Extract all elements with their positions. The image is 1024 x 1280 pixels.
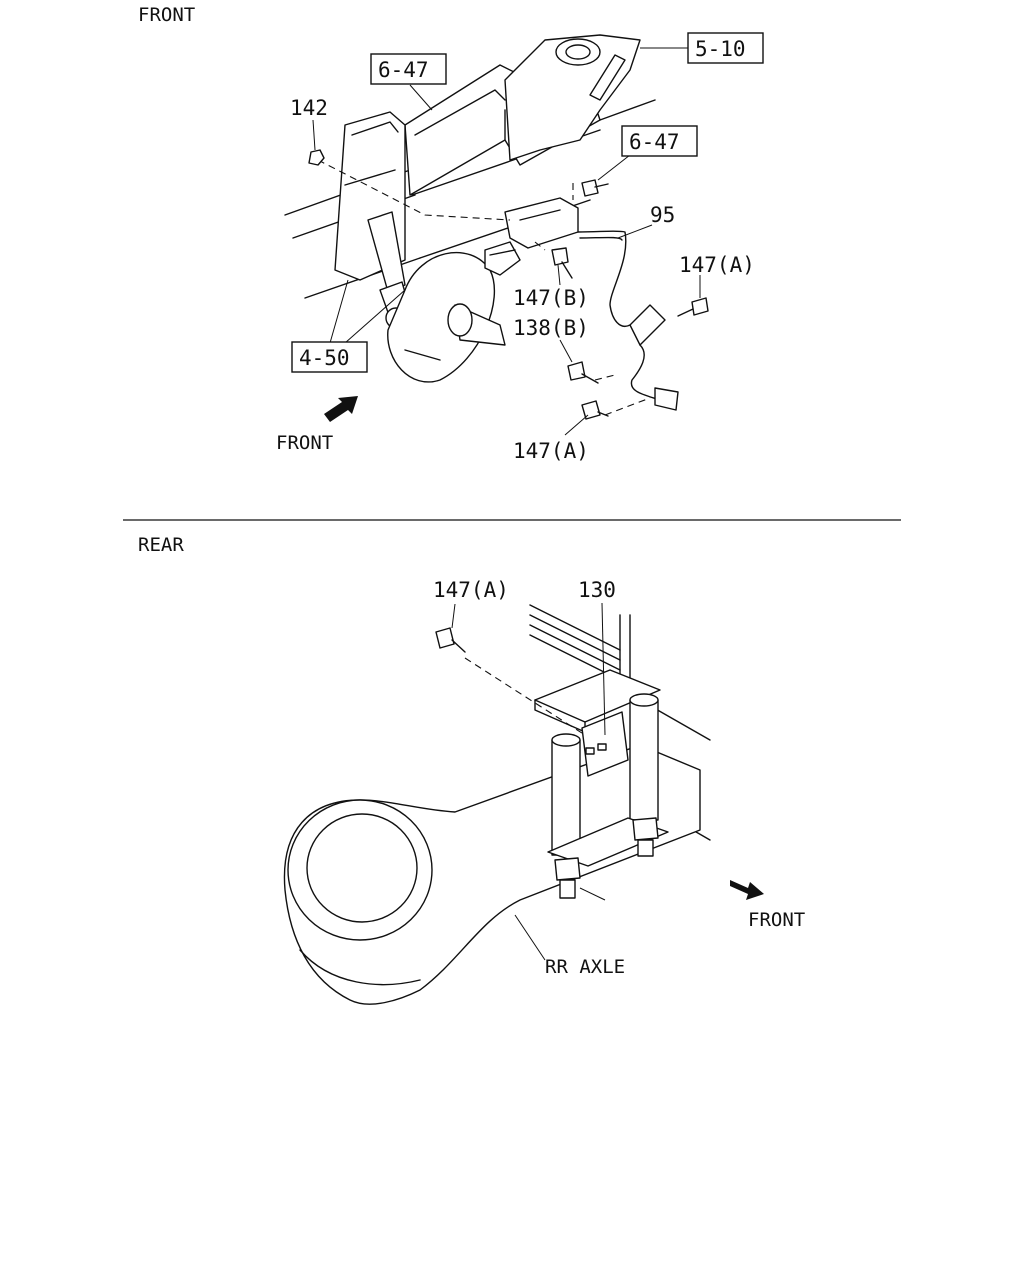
- rear-assembly-drawing: [283, 602, 711, 1005]
- bolt-147a-rear-icon: [435, 627, 455, 649]
- bolt-147b-icon: [551, 247, 569, 266]
- upper-component: [504, 34, 641, 161]
- harness-bracket: [504, 197, 579, 249]
- rear-front-arrow-label: FRONT: [748, 909, 805, 931]
- nut-142-icon: [308, 149, 325, 166]
- bolt-147a-top-icon: [691, 297, 709, 316]
- ref-box-6-47-lower: 6-47: [621, 125, 698, 157]
- ref-6-47-lower-label: 6-47: [629, 130, 680, 154]
- ref-box-6-47-upper: 6-47: [370, 53, 447, 85]
- ref-4-50-label: 4-50: [299, 346, 350, 370]
- part-147b-label: 147(B): [513, 286, 589, 310]
- rear-front-direction-arrow-icon: [730, 880, 764, 900]
- part-142-label: 142: [290, 96, 328, 120]
- u-bolt-left: [551, 739, 581, 856]
- front-section-heading: FRONT: [138, 4, 195, 26]
- ref-6-47-upper-label: 6-47: [378, 58, 429, 82]
- rear-part-130-label: 130: [578, 578, 616, 602]
- ref-box-5-10: 5-10: [687, 32, 764, 64]
- part-138b-label: 138(B): [513, 316, 589, 340]
- ref-5-10-label: 5-10: [695, 37, 746, 61]
- spring-seat-plate: [534, 669, 661, 723]
- part-147a-top-label: 147(A): [679, 253, 755, 277]
- rear-part-147a-label: 147(A): [433, 578, 509, 602]
- front-arrow-label: FRONT: [276, 432, 333, 454]
- front-assembly-drawing: [284, 34, 709, 436]
- ref-box-4-50: 4-50: [291, 341, 368, 373]
- front-direction-arrow-icon: [324, 396, 358, 422]
- sensor-cable: [577, 230, 631, 327]
- rear-section-heading: REAR: [138, 534, 184, 556]
- bolt-6-47-icon: [581, 179, 599, 197]
- part-95-label: 95: [650, 203, 675, 227]
- rr-axle-label: RR AXLE: [545, 956, 625, 978]
- part-147a-bottom-label: 147(A): [513, 439, 589, 463]
- u-bolt-right: [629, 699, 659, 821]
- bolt-138b-icon: [567, 361, 586, 381]
- bolt-147a-bottom-icon: [581, 400, 601, 420]
- shock-absorber: [367, 211, 406, 293]
